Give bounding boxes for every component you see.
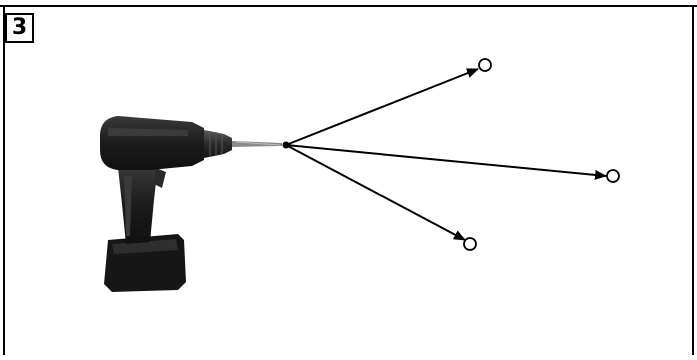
arrow-down-right — [285, 144, 466, 241]
target-circle-lower — [463, 237, 477, 251]
cordless-drill-image — [100, 116, 282, 292]
arrow-right — [285, 144, 607, 180]
arrow-up-right — [285, 68, 479, 146]
target-circle-right — [606, 169, 620, 183]
step-number: 3 — [11, 15, 28, 40]
step-number-box: 3 — [5, 13, 34, 43]
target-circle-upper — [478, 58, 492, 72]
